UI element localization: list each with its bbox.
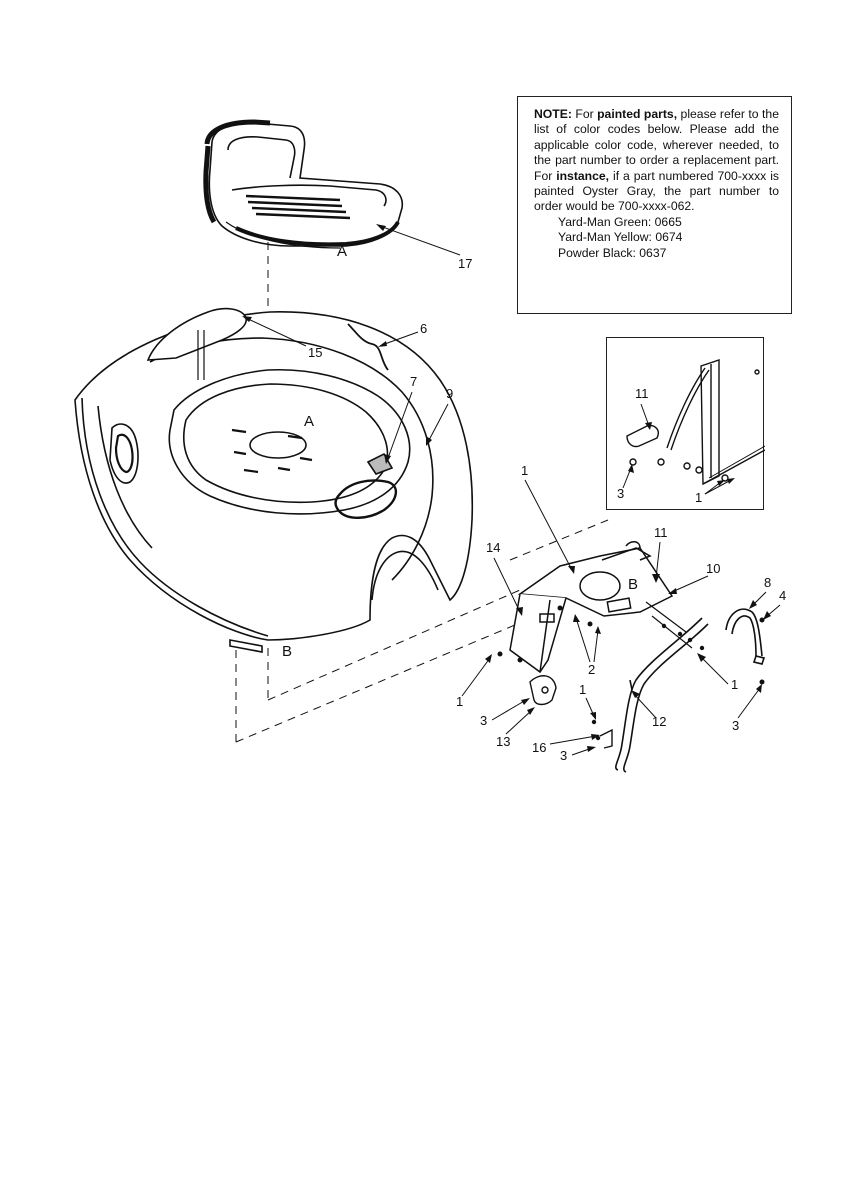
arrow-13: [527, 707, 535, 715]
bracket-ref-b: B: [628, 576, 638, 593]
arrow-1-top: [568, 566, 575, 574]
callout-1-top: 1: [521, 463, 528, 478]
callout-8: 8: [764, 575, 771, 590]
arrow-3-right: [756, 684, 762, 693]
fender-ref-a: A: [304, 413, 314, 430]
note-text-3: if a part numbered 700-xxxx is painted O…: [534, 168, 779, 214]
arrow-1-right: [697, 653, 706, 662]
inset-detail: 11 3 1: [606, 337, 766, 510]
callout-17: 17: [458, 256, 472, 271]
inset-callout-1: 1: [695, 490, 702, 505]
arrow-1-left: [485, 654, 492, 663]
inset-callout-11: 11: [635, 386, 649, 401]
seat-ref-a: A: [337, 243, 347, 260]
seat: [203, 119, 404, 249]
leader-6: [381, 331, 419, 346]
callout-3-bottom: 3: [560, 748, 567, 763]
inset-arrow-11: [645, 422, 652, 430]
leader-15: [245, 317, 307, 347]
note-prefix: NOTE:: [534, 107, 572, 121]
leader-3-right: [737, 687, 761, 719]
arrow-9: [426, 436, 432, 446]
inset-arrow-1b: [727, 478, 735, 484]
arrow-2b: [595, 626, 601, 634]
leader-14: [493, 557, 521, 613]
color-code-green: Yard-Man Green: 0665: [558, 214, 682, 229]
leader-1-left: [461, 657, 491, 697]
inset-leader-1b: [704, 479, 732, 495]
callout-4: 4: [779, 588, 786, 603]
part-16-clip: [599, 728, 613, 749]
leader-9: [427, 403, 449, 443]
leader-13: [505, 709, 533, 735]
callout-11: 11: [654, 525, 668, 540]
leader-12: [633, 693, 657, 719]
leader-7: [387, 391, 413, 459]
callout-2: 2: [588, 662, 595, 677]
callout-15: 15: [308, 345, 322, 360]
arrow-1-mid: [590, 712, 596, 720]
leader-17: [379, 225, 461, 256]
seat-bracket: [509, 541, 693, 674]
arrow-3-bottom: [587, 746, 596, 752]
callout-7: 7: [410, 374, 417, 389]
part-12-rod: [615, 617, 709, 773]
callout-3-left: 3: [480, 713, 487, 728]
callout-16: 16: [532, 740, 546, 755]
part-8-handle: [725, 608, 766, 665]
callout-9: 9: [446, 386, 453, 401]
arrow-6: [378, 341, 387, 347]
inset-arrow-3: [628, 464, 634, 473]
leader-10: [671, 575, 709, 593]
callout-1-left: 1: [456, 694, 463, 709]
callout-1-right: 1: [731, 677, 738, 692]
leader-2a: [575, 617, 591, 663]
leader-2b: [593, 629, 599, 663]
color-code-note: NOTE: For painted parts, please refer to…: [517, 96, 792, 314]
fender: [74, 307, 474, 653]
arrow-17: [376, 224, 386, 231]
leader-3-left: [491, 699, 527, 721]
callout-13: 13: [496, 734, 510, 749]
leader-11: [655, 541, 661, 579]
arrow-10: [668, 588, 677, 594]
arrow-12: [631, 690, 640, 698]
callout-10: 10: [706, 561, 720, 576]
arrow-4: [763, 611, 771, 620]
arrow-14: [516, 607, 523, 616]
inset-leader-11: [640, 403, 650, 427]
color-code-black: Powder Black: 0637: [558, 245, 667, 260]
fasteners: [497, 605, 765, 741]
arrow-15: [242, 316, 252, 322]
leader-1-right: [699, 655, 729, 685]
note-bold-2: instance,: [556, 168, 610, 183]
note-text-2: please refer to the list of color codes …: [534, 107, 779, 183]
arrow-11: [652, 574, 660, 583]
leader-1-top: [524, 479, 573, 571]
color-code-yellow: Yard-Man Yellow: 0674: [558, 230, 683, 245]
callout-6: 6: [420, 321, 427, 336]
part-6-wire: [347, 323, 389, 371]
arrow-2a: [573, 614, 580, 622]
arrow-7: [384, 454, 391, 464]
arrow-8: [749, 600, 757, 609]
inset-drawing: 11 3 1: [617, 359, 766, 505]
inset-arrow-1a: [717, 480, 725, 486]
part-13-plate: [529, 675, 557, 706]
inset-callout-3: 3: [617, 486, 624, 501]
note-bold-1: painted parts,: [597, 107, 678, 121]
callout-3-right: 3: [732, 718, 739, 733]
note-text-1: For: [571, 107, 598, 121]
callout-1-mid: 1: [579, 682, 586, 697]
callout-14: 14: [486, 540, 500, 555]
note-text: NOTE: For painted parts, please refer to…: [534, 107, 779, 215]
arrow-3-left: [521, 698, 530, 705]
fender-ref-b: B: [282, 643, 292, 660]
leader-16: [549, 735, 597, 745]
arrow-16: [591, 734, 600, 740]
